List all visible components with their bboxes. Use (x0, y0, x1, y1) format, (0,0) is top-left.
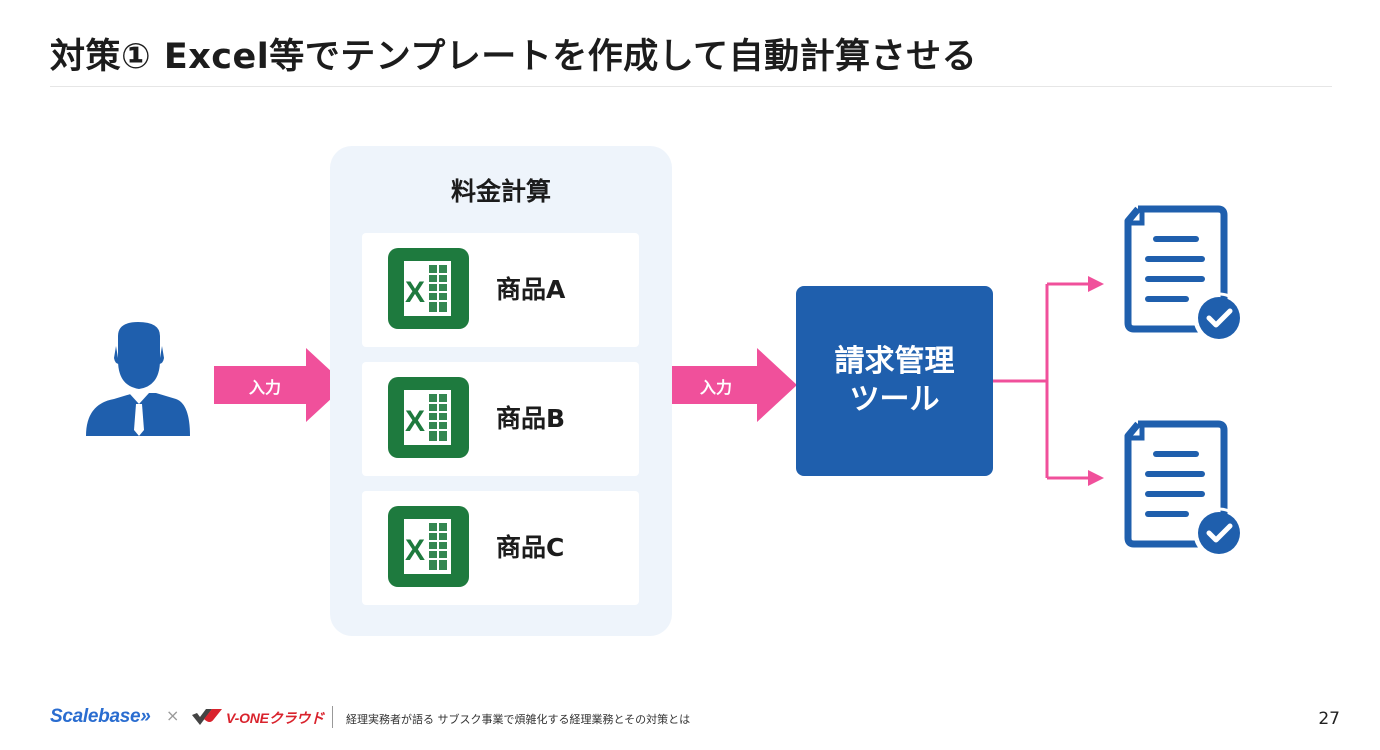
billing-management-tool: 請求管理 ツール (796, 286, 993, 476)
document-check-icon (1124, 420, 1245, 559)
branch-arrowhead-bottom (1088, 470, 1104, 486)
tool-label-line1: 請求管理 (834, 344, 955, 379)
product-card: X 商品C (362, 491, 639, 605)
input-arrow-1 (214, 348, 346, 422)
excel-icon-letter: X (405, 405, 425, 438)
product-label: 商品B (496, 404, 566, 433)
user-icon (86, 322, 190, 436)
branch-connector (993, 282, 1090, 480)
input-arrow-label-2: 入力 (699, 378, 732, 397)
product-card: X 商品B (362, 362, 639, 476)
tool-label-line2: ツール (849, 382, 940, 417)
input-arrow-2 (665, 348, 797, 422)
document-check-icon (1124, 205, 1245, 344)
excel-icon-letter: X (405, 276, 425, 309)
v-one-cloud-logo: V-ONEクラウド (226, 710, 325, 726)
product-label: 商品A (496, 275, 566, 304)
flow-diagram: 入力 入力 料金計算 X 商品A X (86, 146, 1245, 636)
scalebase-logo: Scalebase» (50, 706, 151, 727)
product-card: X 商品A (362, 233, 639, 347)
footer-divider (332, 706, 333, 728)
footer: Scalebase» × V-ONEクラウド 経理実務者が語る サブスク事業で煩… (0, 700, 1380, 740)
diagram-connectors (86, 205, 1245, 559)
excel-icon-letter: X (405, 534, 425, 567)
excel-icon: X (388, 248, 469, 329)
excel-icon: X (388, 377, 469, 458)
page-number: 27 (1318, 709, 1340, 729)
v-one-logo-icon (192, 709, 222, 725)
page-title: 対策① Excel等でテンプレートを作成して自動計算させる (50, 37, 978, 77)
branch-arrowhead-top (1088, 276, 1104, 292)
panel-title: 料金計算 (450, 177, 551, 206)
collab-times: × (166, 706, 180, 725)
product-label: 商品C (496, 533, 565, 562)
input-arrow-label-1: 入力 (248, 378, 281, 397)
footer-description: 経理実務者が語る サブスク事業で煩雑化する経理業務とその対策とは (346, 713, 691, 726)
excel-icon: X (388, 506, 469, 587)
title-divider (50, 86, 1332, 87)
